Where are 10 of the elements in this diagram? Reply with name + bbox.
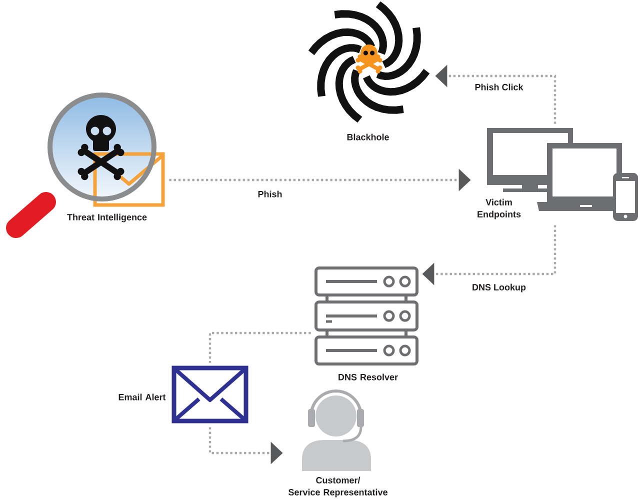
edge-label: DNS Lookup bbox=[470, 282, 528, 294]
node-label: Threat Intelligence bbox=[67, 214, 147, 222]
edge-label: Phish Click bbox=[473, 82, 525, 92]
connector-line bbox=[208, 332, 311, 363]
node-label: Victim Endpoints bbox=[478, 198, 521, 220]
node-label: Customer/ Service Representative bbox=[288, 476, 388, 498]
node-label: Blackhole bbox=[347, 134, 389, 140]
node-label: DNS Resolver bbox=[338, 374, 398, 380]
node-label: Email Alert bbox=[118, 394, 166, 400]
edge-label: Phish bbox=[256, 189, 284, 199]
